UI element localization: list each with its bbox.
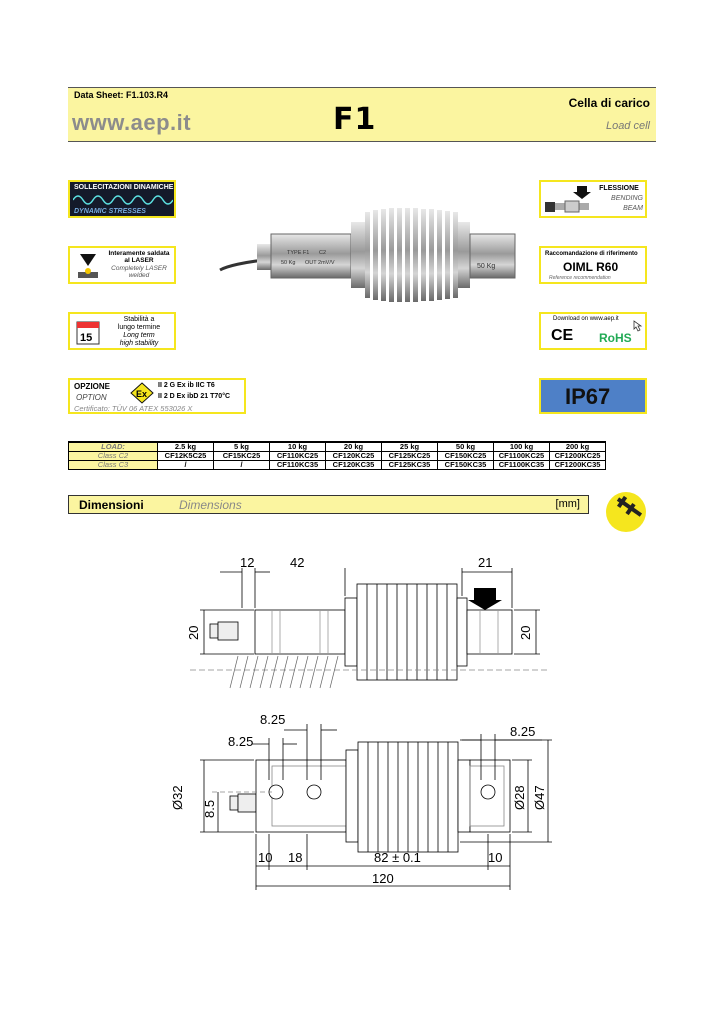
oiml-line2: OIML R60 (563, 260, 619, 274)
dimensions-title-en: Dimensions (179, 498, 242, 512)
ip67-label: IP67 (565, 384, 611, 409)
photo-label-5: 50 Kg (477, 263, 495, 270)
table-cell: CF150KC35 (437, 460, 494, 470)
stability-line2: lungo termine (117, 324, 161, 331)
dim-120: 120 (372, 871, 394, 886)
dim-825-right: 8.25 (510, 724, 535, 739)
dim-d28: Ø28 (512, 785, 527, 810)
dim-85: 8.5 (202, 800, 217, 818)
header-bar: Data Sheet: F1.103.R4 www.aep.it F1 Cell… (68, 87, 656, 142)
laser-line4: welded (128, 272, 150, 279)
table-cell: CF125KC35 (381, 460, 438, 470)
laser-line1: Interamente saldata (108, 250, 170, 257)
caliper-icon (606, 492, 646, 532)
row-label: Class C3 (68, 460, 158, 470)
atex-certificate: Certificato: TÜV 06 ATEX 553026 X (74, 404, 193, 413)
dimensions-bar: Dimensioni Dimensions [mm] (68, 495, 589, 514)
bellows (365, 208, 458, 302)
dim-825-top: 8.25 (260, 712, 285, 727)
dim-12: 12 (240, 555, 254, 570)
dim-82: 82 ± 0.1 (374, 850, 421, 865)
load-table: LOAD: 2.5 kg 5 kg 10 kg 20 kg 25 kg 50 k… (68, 441, 606, 470)
bending-line3: BEAM (623, 205, 643, 212)
dynamic-badge-line2: DYNAMIC STRESSES (74, 208, 146, 215)
dim-10-left: 10 (258, 850, 272, 865)
photo-label-4: OUT 2mV/V (305, 260, 335, 266)
table-cell: CF110KC35 (269, 460, 326, 470)
photo-label-1: TYPE F1 (287, 250, 309, 256)
dim-d47: Ø47 (532, 785, 547, 810)
table-cell: CF120KC35 (325, 460, 382, 470)
load-arrow-icon (468, 588, 502, 610)
subtitle-italian: Cella di carico (568, 96, 650, 110)
dim-825-left: 8.25 (228, 734, 253, 749)
ex-atex-icon: Ex (130, 382, 154, 404)
datasheet-code: Data Sheet: F1.103.R4 (74, 90, 169, 100)
option-en: OPTION (76, 393, 107, 402)
oiml-badge: Raccomandazione di riferimento OIML R60 … (539, 246, 647, 284)
oiml-line3: Reference recommendation (549, 275, 611, 281)
top-view-drawing: 8.25 8.25 8.25 Ø32 8.5 Ø28 Ø47 10 18 82 … (170, 712, 552, 890)
table-cell: CF1100KC35 (493, 460, 550, 470)
dimensions-title-it: Dimensioni (79, 498, 144, 512)
svg-text:Ex: Ex (136, 389, 147, 399)
laser-icon (78, 254, 98, 278)
product-title: F1 (333, 102, 377, 137)
oiml-line1: Raccomandazione di riferimento (545, 251, 638, 257)
laser-welded-badge: Interamente saldata al LASER Completely … (68, 246, 176, 284)
cursor-hand-icon (633, 320, 643, 332)
subtitle-english: Load cell (605, 120, 650, 132)
dim-10-right: 10 (488, 850, 502, 865)
ce-rohs-badge: Download on www.aep.it CE RoHS (539, 312, 647, 350)
option-it: OPZIONE (74, 382, 111, 391)
atex-dust: II 2 D Ex ibD 21 T70°C (158, 393, 231, 400)
side-view-drawing: 12 42 21 20 20 (186, 555, 550, 689)
unit-label: [mm] (555, 498, 580, 510)
table-cell: CF1200KC35 (549, 460, 606, 470)
laser-line2: al LASER (124, 257, 154, 264)
stability-line3: Long term (123, 332, 155, 339)
stability-badge: 15 Stabilità a lungo termine Long term h… (68, 312, 176, 350)
bending-beam-badge: FLESSIONE BENDING BEAM (539, 180, 647, 218)
ip67-badge: IP67 (539, 378, 647, 414)
dim-18: 18 (288, 850, 302, 865)
bending-beam-icon (545, 186, 591, 213)
photo-label-3: 50 Kg (281, 260, 295, 266)
dim-20-right: 20 (518, 626, 533, 640)
table-cell: / (213, 460, 270, 470)
dynamic-badge-line1: SOLLECITAZIONI DINAMICHE (74, 184, 174, 191)
dim-d32: Ø32 (170, 785, 185, 810)
atex-gas: II 2 G Ex ib IIC T6 (158, 382, 215, 389)
dynamic-stress-badge: SOLLECITAZIONI DINAMICHE DYNAMIC STRESSE… (68, 180, 176, 218)
atex-option-badge: OPZIONE OPTION Ex II 2 G Ex ib IIC T6 II… (68, 378, 246, 414)
load-cell-photo: TYPE F1 C2 50 Kg OUT 2mV/V 50 Kg (219, 208, 516, 302)
rohs-icon: RoHS (599, 331, 632, 345)
table-cell: / (157, 460, 214, 470)
ce-mark-icon: CE (551, 327, 574, 344)
dim-20-left: 20 (186, 626, 201, 640)
bending-line1: FLESSIONE (599, 185, 639, 192)
table-row: Class C3 / / CF110KC35 CF120KC35 CF125KC… (68, 460, 606, 470)
photo-label-2: C2 (319, 250, 326, 256)
laser-line3: Completely LASER (111, 265, 167, 272)
dim-42: 42 (290, 555, 304, 570)
website-link[interactable]: www.aep.it (72, 110, 192, 135)
stability-line1: Stabilità a (123, 316, 155, 323)
download-text: Download on www.aep.it (553, 316, 619, 322)
stability-line4: high stability (119, 340, 159, 347)
calendar-day: 15 (80, 332, 92, 344)
wave-icon (73, 195, 173, 205)
dim-21: 21 (478, 555, 492, 570)
bending-line2: BENDING (611, 195, 643, 202)
calendar-icon: 15 (76, 321, 100, 345)
